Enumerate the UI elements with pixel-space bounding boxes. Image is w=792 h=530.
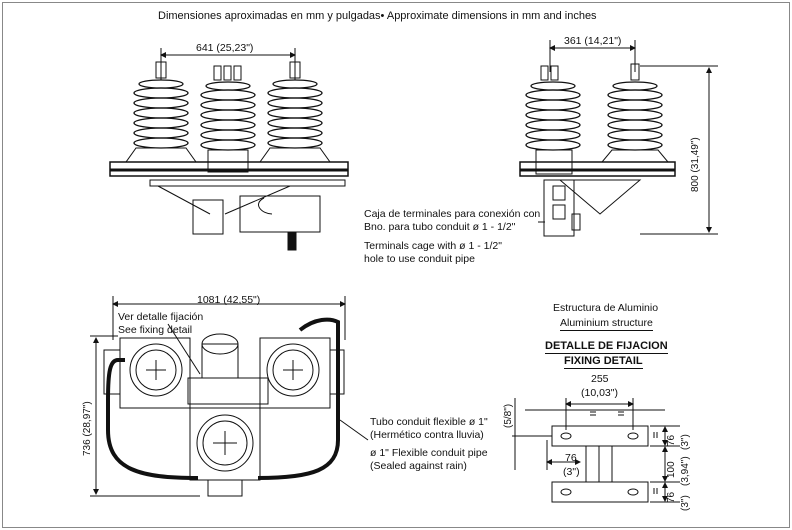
conduit-label-en-line1: ø 1" Flexible conduit pipe: [370, 447, 488, 459]
top-width-dimension: 1081 (42,55"): [197, 294, 261, 306]
fixing-dim-right-3-top: (3"): [680, 434, 691, 450]
front-width-dimension: 641 (25,23"): [196, 42, 254, 54]
bushing-left: [125, 61, 197, 163]
fixing-dim-right-3-bottom: (3"): [680, 495, 691, 511]
front-view: [109, 48, 349, 251]
side-width-dimension: 361 (14,21"): [564, 35, 622, 47]
fixing-detail-title-es: DETALLE DE FIJACION: [545, 340, 668, 354]
side-bushing-right: [600, 63, 670, 163]
side-height-dimension: 800 (31,49"): [690, 137, 701, 192]
fixing-dim-right-394: (3,94"): [680, 456, 691, 486]
fixing-reference-es: Ver detalle fijación: [118, 311, 204, 323]
side-bushing-left: [525, 65, 581, 175]
header-title: Dimensiones aproximadas en mm y pulgadas…: [158, 10, 597, 22]
fixing-dim-left-vertical: (5/8"): [503, 403, 514, 428]
fixing-dim-76-mid: 76: [565, 452, 577, 464]
fixing-dim-right-100: 100: [666, 461, 677, 478]
terminal-box-label-en-line1: Terminals cage with ø 1 - 1/2": [364, 240, 502, 252]
fixing-dim-255: 255: [591, 373, 609, 385]
bushing-right: [259, 61, 331, 163]
top-depth-dimension: 736 (28,97"): [82, 401, 93, 456]
structure-label-en: Aluminium structure: [560, 317, 653, 331]
fixing-dim-right-76-top: 76: [666, 434, 677, 446]
terminal-box-label-en-line2: hole to use conduit pipe: [364, 253, 475, 265]
fixing-detail-drawing: [512, 398, 680, 503]
top-view: [90, 296, 369, 497]
conduit-label-es-line1: Tubo conduit flexible ø 1": [370, 416, 488, 428]
terminal-box-label-es-line2: Bno. para tubo conduit ø 1 - 1/2": [364, 221, 516, 233]
fixing-reference-en: See fixing detail: [118, 324, 193, 336]
bushing-middle: [200, 65, 256, 173]
fixing-detail-title-en: FIXING DETAIL: [564, 355, 643, 369]
conduit-label-es-line2: (Hermético contra lluvia): [370, 429, 484, 441]
side-view: [519, 40, 718, 237]
fixing-dim-76-mid-inches: (3"): [563, 466, 580, 478]
conduit-label-en-line2: (Sealed against rain): [370, 460, 467, 472]
fixing-dim-right-76-bottom: 76: [666, 491, 677, 503]
fixing-dim-255-inches: (10,03"): [581, 387, 618, 399]
structure-label-es: Estructura de Aluminio: [553, 302, 659, 314]
terminal-box-label-es-line1: Caja de terminales para conexión con: [364, 208, 541, 220]
